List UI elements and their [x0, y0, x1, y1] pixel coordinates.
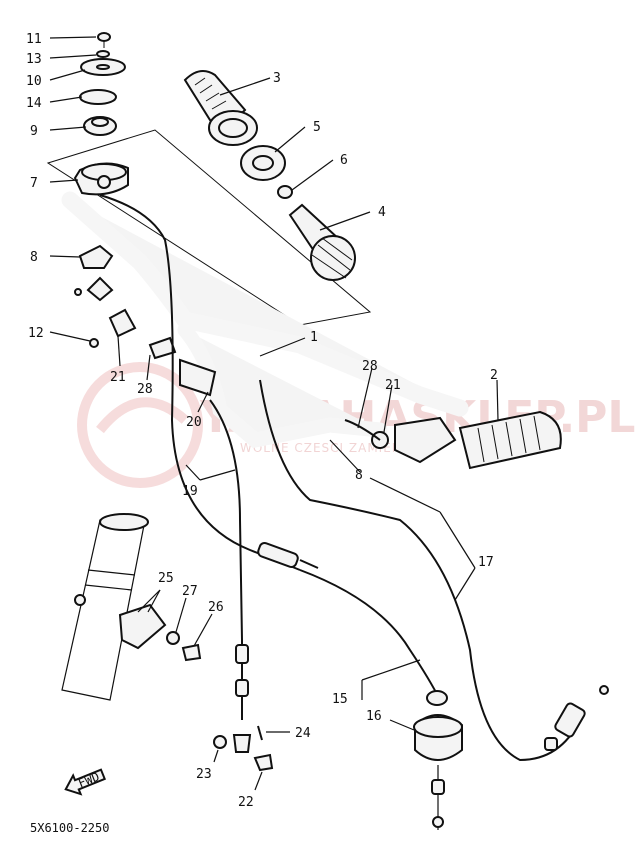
lever-holder-left [179, 358, 217, 397]
watermark-logo-icon [77, 362, 203, 488]
callout-1: 1 [310, 330, 318, 345]
throttle-tube [288, 203, 356, 281]
cable-fittings [232, 541, 609, 753]
callout-27: 27 [182, 584, 198, 599]
callout-19: 19 [182, 484, 198, 499]
fwd-arrow-icon: FWD [64, 768, 107, 796]
nut-23 [213, 735, 227, 749]
callout-12: 12 [28, 326, 44, 341]
callout-20: 20 [186, 415, 202, 430]
cable-junction-16 [413, 690, 463, 830]
callout-2: 2 [490, 368, 498, 383]
bolt-26 [181, 643, 202, 662]
callout-10: 10 [26, 74, 42, 89]
grip-right [458, 410, 562, 470]
throttle-housing [73, 162, 129, 196]
diagram-code: 5X6100-2250 [30, 821, 109, 835]
callout-7: 7 [30, 176, 38, 191]
callout-8-right: 8 [355, 468, 363, 483]
cable-holder-25 [118, 603, 167, 650]
callout-21-left: 21 [110, 370, 126, 385]
bolt-12 [89, 338, 99, 348]
callout-26: 26 [208, 600, 224, 615]
callout-3: 3 [273, 71, 281, 86]
callout-8-left: 8 [30, 250, 38, 265]
callout-9: 9 [30, 124, 38, 139]
exploded-view-outline [46, 129, 372, 326]
callout-22: 22 [238, 795, 254, 810]
callout-14: 14 [26, 96, 42, 111]
callout-23: 23 [196, 767, 212, 782]
callout-17: 17 [478, 555, 494, 570]
callout-4: 4 [378, 205, 386, 220]
cables [99, 194, 581, 762]
callout-11: 11 [26, 32, 42, 47]
adjuster-left [108, 308, 137, 338]
callout-labels: 11 13 10 14 9 7 8 12 21 28 3 5 6 4 1 28 … [26, 32, 498, 810]
leader-lines [49, 36, 499, 791]
callout-24: 24 [295, 726, 311, 741]
callout-28-right: 28 [362, 359, 378, 374]
clamp-left [74, 244, 114, 302]
callout-5: 5 [313, 120, 321, 135]
grip-left [183, 70, 258, 146]
washer-27 [166, 631, 180, 645]
collar-6 [277, 185, 293, 199]
callout-15: 15 [332, 692, 348, 707]
callout-28-left: 28 [137, 382, 153, 397]
lever-holder-right [394, 416, 457, 464]
callout-21-right: 21 [385, 378, 401, 393]
callout-13: 13 [26, 52, 42, 67]
callout-25: 25 [158, 571, 174, 586]
bolt-22 [253, 753, 274, 772]
pin-24 [257, 725, 263, 741]
callout-6: 6 [340, 153, 348, 168]
top-bolt-stack [79, 32, 126, 136]
callout-16: 16 [366, 709, 382, 724]
fork-tube [61, 513, 202, 701]
